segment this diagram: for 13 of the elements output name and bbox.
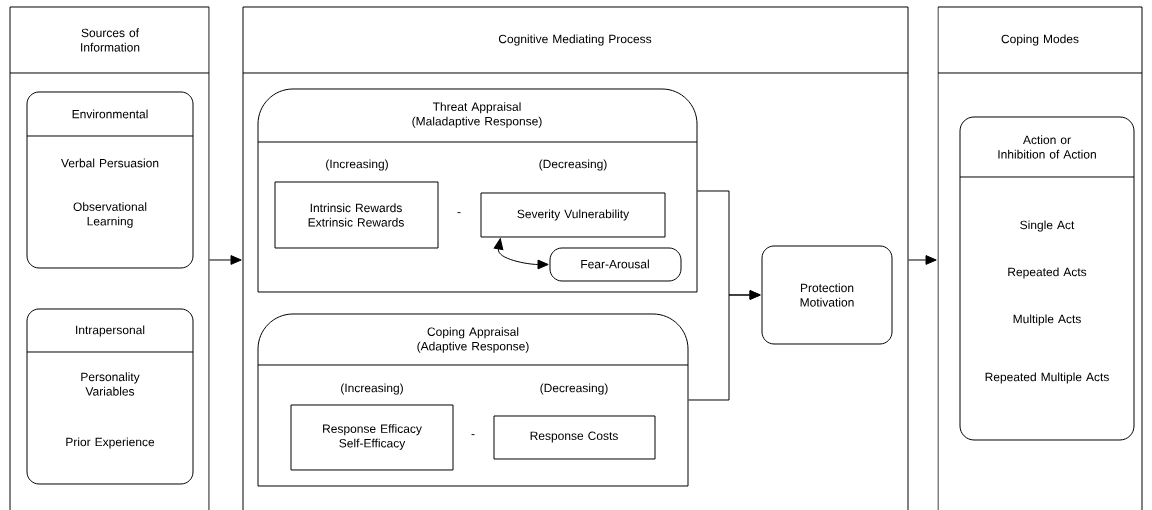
rounded-box: Fear-Arousal — [549, 247, 682, 282]
factor-box: Severity Vulnerability — [480, 192, 666, 238]
rounded-box: Action or Inhibition of Action Single Act Repeated Acts Multiple Acts Repeated Multiple Acts — [959, 116, 1135, 441]
arrow — [209, 255, 242, 265]
arrow — [908, 255, 937, 265]
rounded-box: Environmental Verbal Persuasion Observational Learning — [26, 91, 194, 269]
arrow — [493, 238, 549, 270]
arrow — [688, 290, 761, 401]
factor-box: Response Efficacy Self-Efficacy — [290, 404, 454, 471]
rounded-box: Intrapersonal Personality Variables Prior Experience — [26, 308, 194, 485]
factor-box: Intrinsic Rewards Extrinsic Rewards — [274, 181, 439, 249]
factor-box: Response Costs — [493, 415, 656, 460]
rounded-box: Protection Motivation — [761, 245, 893, 345]
